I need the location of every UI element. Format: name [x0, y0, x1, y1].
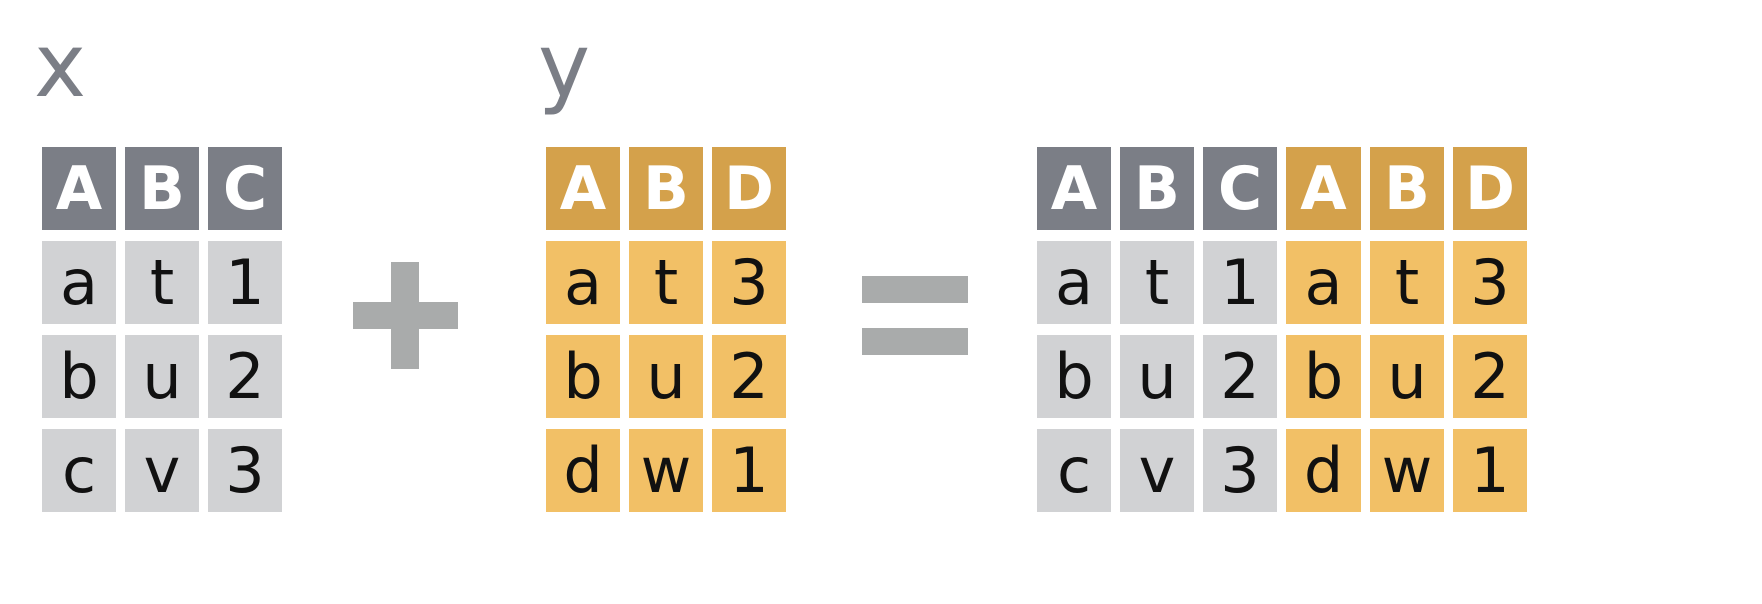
x-header-2: C	[208, 147, 282, 230]
result-cell-r2-c3: d	[1286, 429, 1361, 512]
y-cell-r0-c0: a	[546, 241, 620, 324]
x-table-label: x	[34, 14, 87, 117]
result-header-4: B	[1370, 147, 1444, 230]
x-header-1: B	[125, 147, 199, 230]
y-cell-r2-c1: w	[629, 429, 703, 512]
result-cell-r1-c0: b	[1037, 335, 1111, 418]
result-header-5: D	[1453, 147, 1527, 230]
result-header-3: A	[1286, 147, 1361, 230]
y-cell-r1-c1: u	[629, 335, 703, 418]
result-cell-r0-c1: t	[1120, 241, 1194, 324]
result-cell-r1-c3: b	[1286, 335, 1361, 418]
result-cell-r2-c1: v	[1120, 429, 1194, 512]
result-cell-r0-c5: 3	[1453, 241, 1527, 324]
result-cell-r2-c0: c	[1037, 429, 1111, 512]
y-cell-r1-c2: 2	[712, 335, 786, 418]
result-cell-r0-c2: 1	[1203, 241, 1277, 324]
result-cell-r0-c0: a	[1037, 241, 1111, 324]
y-header-0: A	[546, 147, 620, 230]
result-header-2: C	[1203, 147, 1277, 230]
y-header-2: D	[712, 147, 786, 230]
y-cell-r1-c0: b	[546, 335, 620, 418]
x-cell-r1-c0: b	[42, 335, 116, 418]
result-cell-r1-c5: 2	[1453, 335, 1527, 418]
y-cell-r0-c1: t	[629, 241, 703, 324]
result-cell-r0-c4: t	[1370, 241, 1444, 324]
equals-icon-bottom-bar	[862, 328, 968, 355]
result-cell-r0-c3: a	[1286, 241, 1361, 324]
result-cell-r1-c1: u	[1120, 335, 1194, 418]
result-cell-r2-c2: 3	[1203, 429, 1277, 512]
y-cell-r0-c2: 3	[712, 241, 786, 324]
x-cell-r0-c2: 1	[208, 241, 282, 324]
x-cell-r0-c1: t	[125, 241, 199, 324]
y-header-1: B	[629, 147, 703, 230]
y-table-label: y	[538, 14, 591, 117]
result-cell-r2-c4: w	[1370, 429, 1444, 512]
y-cell-r2-c2: 1	[712, 429, 786, 512]
equals-icon-top-bar	[862, 276, 968, 303]
x-cell-r1-c1: u	[125, 335, 199, 418]
x-cell-r2-c2: 3	[208, 429, 282, 512]
result-header-0: A	[1037, 147, 1111, 230]
x-cell-r0-c0: a	[42, 241, 116, 324]
result-cell-r1-c4: u	[1370, 335, 1444, 418]
x-cell-r2-c0: c	[42, 429, 116, 512]
y-cell-r2-c0: d	[546, 429, 620, 512]
x-cell-r2-c1: v	[125, 429, 199, 512]
x-cell-r1-c2: 2	[208, 335, 282, 418]
plus-icon-horizontal-bar	[353, 302, 458, 329]
result-header-1: B	[1120, 147, 1194, 230]
result-cell-r2-c5: 1	[1453, 429, 1527, 512]
x-header-0: A	[42, 147, 116, 230]
result-cell-r1-c2: 2	[1203, 335, 1277, 418]
